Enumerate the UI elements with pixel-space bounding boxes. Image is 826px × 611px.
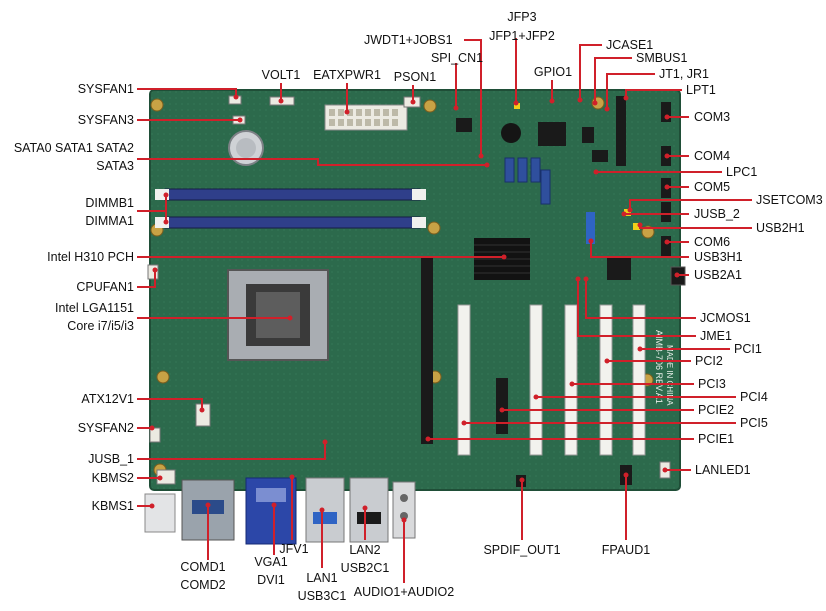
label-pcie2: PCIE2 xyxy=(698,403,734,417)
label-usb2a1: USB2A1 xyxy=(694,268,742,282)
label-usb3c1: USB3C1 xyxy=(298,589,347,603)
pci-slot-4 xyxy=(529,304,543,456)
buzzer xyxy=(501,123,521,143)
label-lpt1: LPT1 xyxy=(686,83,716,97)
label-jfv1: JFV1 xyxy=(279,542,308,556)
label-lan1: LAN1 xyxy=(306,571,337,585)
label-jusb1: JUSB_1 xyxy=(88,452,134,466)
lan2-usb2-port xyxy=(349,477,389,543)
label-dimma1: DIMMA1 xyxy=(85,214,134,228)
label-com4: COM4 xyxy=(694,149,730,163)
leader-dots xyxy=(149,94,680,523)
label-lanled1: LANLED1 xyxy=(695,463,751,477)
label-dvi1: DVI1 xyxy=(257,573,285,587)
label-pch: Intel H310 PCH xyxy=(47,250,134,264)
label-comd2: COMD2 xyxy=(180,578,225,592)
label-jcase1: JCASE1 xyxy=(606,38,653,52)
label-spdif: SPDIF_OUT1 xyxy=(483,543,560,557)
vga-dvi-port xyxy=(245,477,297,545)
label-eatxpwr1: EATXPWR1 xyxy=(313,68,381,82)
label-usb3h1: USB3H1 xyxy=(694,250,743,264)
label-smbus1: SMBUS1 xyxy=(636,51,687,65)
label-usb2c1: USB2C1 xyxy=(341,561,390,575)
silkscreen-model: AIMB-706 REV.A1 xyxy=(654,330,664,404)
label-comd1: COMD1 xyxy=(180,560,225,574)
label-usb2h1: USB2H1 xyxy=(756,221,805,235)
label-pson1: PSON1 xyxy=(394,70,436,84)
label-pci3: PCI3 xyxy=(698,377,726,391)
label-vga1: VGA1 xyxy=(254,555,287,569)
pcie-slot-x16 xyxy=(421,258,433,444)
dimm-slot-b1 xyxy=(164,188,421,201)
label-com5: COM5 xyxy=(694,180,730,194)
label-cpu-socket: Intel LGA1151 xyxy=(55,301,134,315)
label-pci4: PCI4 xyxy=(740,390,768,404)
label-lpc1: LPC1 xyxy=(726,165,757,179)
label-pci5: PCI5 xyxy=(740,416,768,430)
usb3-header xyxy=(586,212,595,244)
label-cpufan1: CPUFAN1 xyxy=(76,280,134,294)
labels-right: COM3 COM4 LPC1 COM5 JSETCOM3 JUSB_2 USB2… xyxy=(694,110,823,477)
silkscreen-made-in: MADE IN CHINA xyxy=(665,345,674,406)
labels-top-right: JCASE1 SMBUS1 JT1, JR1 LPT1 xyxy=(606,38,716,97)
label-sysfan3: SYSFAN3 xyxy=(78,113,134,127)
jusb2-jumper xyxy=(633,223,640,230)
label-sata3: SATA3 xyxy=(96,159,134,173)
label-volt1: VOLT1 xyxy=(262,68,301,82)
label-jme1: JME1 xyxy=(700,329,732,343)
pci-slot-3 xyxy=(564,304,578,456)
sata-connectors xyxy=(504,157,551,205)
label-com3: COM3 xyxy=(694,110,730,124)
label-jwdt1: JWDT1+JOBS1 xyxy=(364,33,453,47)
pcie-slot-x4 xyxy=(496,378,508,434)
label-sysfan2: SYSFAN2 xyxy=(78,421,134,435)
label-pcie1: PCIE1 xyxy=(698,432,734,446)
labels-bottom: COMD1 COMD2 VGA1 DVI1 JFV1 LAN1 USB3C1 L… xyxy=(180,542,650,603)
label-jfp1: JFP1+JFP2 xyxy=(489,29,555,43)
io-chip xyxy=(607,258,631,280)
lan1-usb3-port xyxy=(305,477,345,543)
label-jcmos1: JCMOS1 xyxy=(700,311,751,325)
label-sata: SATA0 SATA1 SATA2 xyxy=(14,141,134,155)
label-jusb2: JUSB_2 xyxy=(694,207,740,221)
pci-slot-1 xyxy=(632,304,646,456)
label-jsetcom3: JSETCOM3 xyxy=(756,193,823,207)
super-io-chip xyxy=(538,122,566,146)
label-cpu-core: Core i7/i5/i3 xyxy=(67,319,134,333)
spi-chip xyxy=(456,118,472,132)
pci-slot-5 xyxy=(457,304,471,456)
label-fpaud1: FPAUD1 xyxy=(602,543,650,557)
label-kbms1: KBMS1 xyxy=(92,499,134,513)
label-com6: COM6 xyxy=(694,235,730,249)
label-sysfan1: SYSFAN1 xyxy=(78,82,134,96)
eatx-power-connector xyxy=(324,104,408,131)
kbms-port xyxy=(144,493,176,533)
jsetcom3-jumper xyxy=(624,209,631,216)
labels-top: VOLT1 EATXPWR1 PSON1 SPI_CN1 JFP3 JFP1+J… xyxy=(262,10,572,84)
label-audio: AUDIO1+AUDIO2 xyxy=(354,585,454,599)
pci-slot-2 xyxy=(599,304,613,456)
label-pci2: PCI2 xyxy=(695,354,723,368)
dimm-slot-a1 xyxy=(164,216,421,229)
label-jfp3: JFP3 xyxy=(507,10,536,24)
labels-left: SYSFAN1 SYSFAN3 SATA0 SATA1 SATA2 SATA3 … xyxy=(14,82,134,513)
label-lan2: LAN2 xyxy=(349,543,380,557)
label-dimmb1: DIMMB1 xyxy=(85,196,134,210)
label-kbms2: KBMS2 xyxy=(92,471,134,485)
label-pci1: PCI1 xyxy=(734,342,762,356)
label-atx12v1: ATX12V1 xyxy=(81,392,134,406)
label-gpio1: GPIO1 xyxy=(534,65,572,79)
label-jt1: JT1, JR1 xyxy=(659,67,709,81)
label-spi-cn1: SPI_CN1 xyxy=(431,51,483,65)
